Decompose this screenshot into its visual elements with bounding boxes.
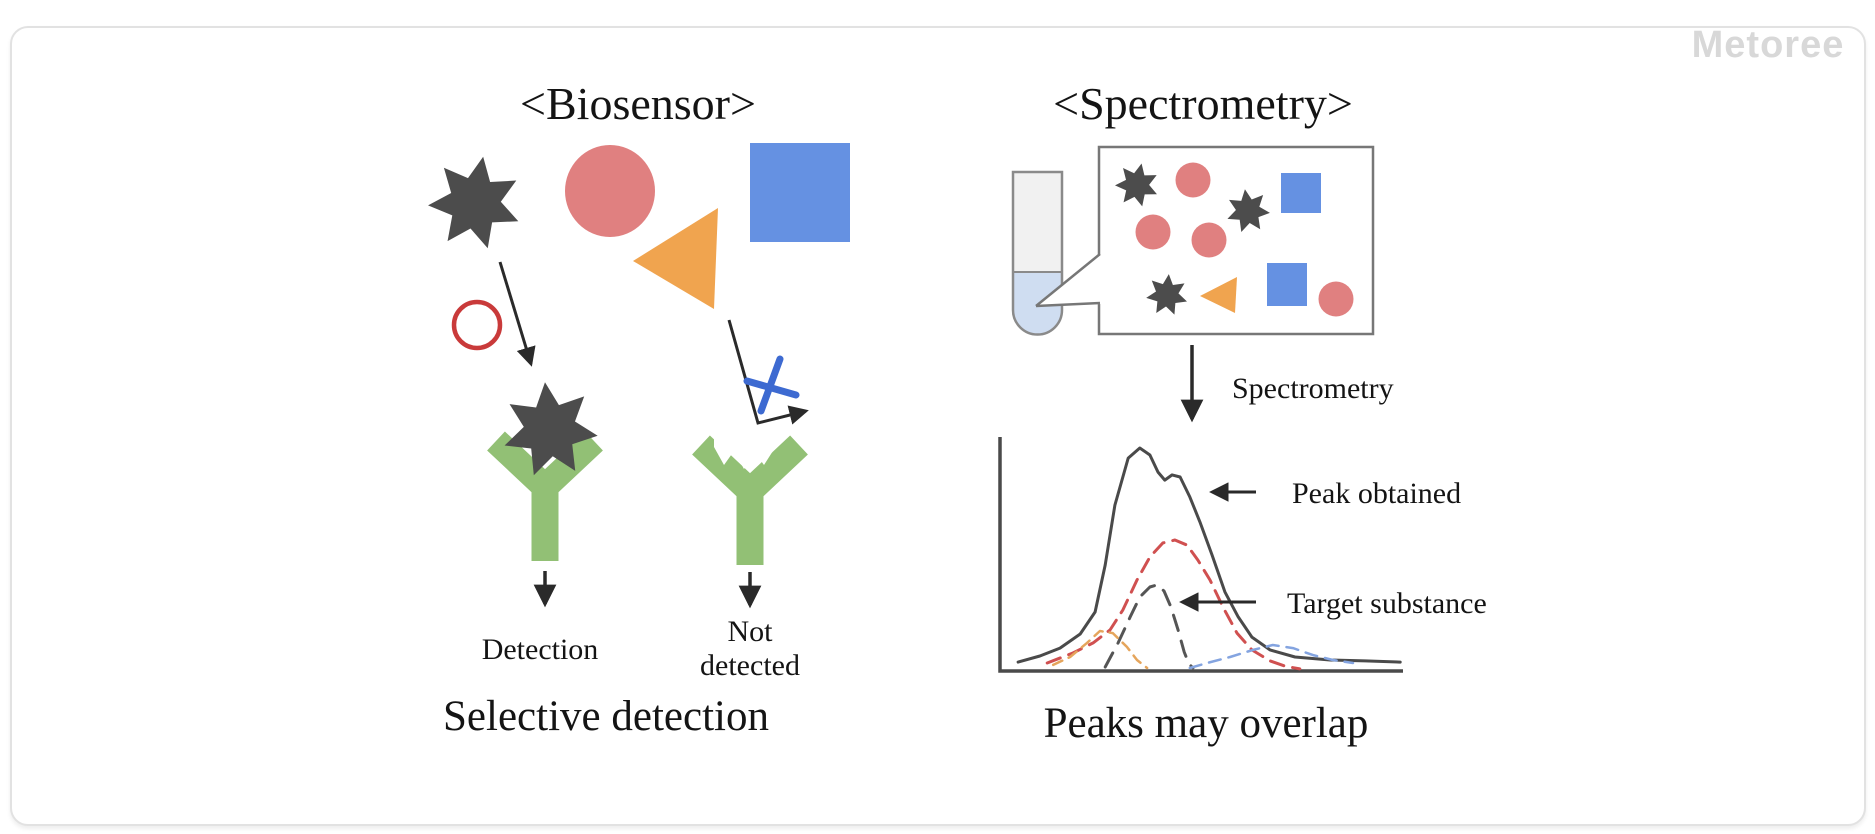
target-substance-label: Target substance bbox=[1287, 587, 1487, 620]
antibody-receptor-empty bbox=[701, 421, 799, 565]
not-detected-label-line2: detected bbox=[700, 649, 800, 682]
illustration-card bbox=[10, 26, 1866, 826]
magnifier-callout bbox=[1035, 253, 1101, 308]
sample-tube bbox=[1011, 170, 1064, 336]
target-star bbox=[422, 148, 529, 253]
substance-circle bbox=[565, 145, 655, 237]
spectrometry-title: <Spectrometry> bbox=[1053, 78, 1353, 129]
biosensor-caption: Selective detection bbox=[443, 693, 769, 740]
antibody-receptors bbox=[496, 421, 799, 565]
tube-outline bbox=[1011, 170, 1064, 336]
receptor-notch-cutout bbox=[714, 421, 784, 469]
substance-triangle bbox=[633, 208, 718, 309]
spectrum-curve-orange-component bbox=[1051, 629, 1149, 670]
box-triangle bbox=[1200, 277, 1237, 313]
chart-axes bbox=[998, 437, 1403, 673]
spectrometry-caption: Peaks may overlap bbox=[1044, 700, 1369, 747]
spectrometry-process-label: Spectrometry bbox=[1232, 372, 1394, 405]
biosensor-arrows bbox=[498, 261, 809, 609]
spectrum-chart: Peak obtained Target substance bbox=[998, 437, 1487, 673]
x-mark-icon bbox=[743, 355, 800, 415]
box-squares bbox=[1267, 173, 1321, 306]
biosensor-panel: <Biosensor> bbox=[422, 78, 850, 740]
spectrum-curve-target-substance bbox=[1103, 583, 1195, 670]
box-circles bbox=[1135, 162, 1354, 317]
spectrum-curve-peak-obtained bbox=[1016, 446, 1402, 664]
metoree-watermark-logo: Metoree bbox=[1691, 24, 1845, 66]
spectrum-curve-red-component bbox=[1045, 538, 1302, 671]
sample-box bbox=[1035, 145, 1375, 336]
not-detected-label-line1: Not bbox=[728, 615, 774, 648]
detection-label: Detection bbox=[482, 633, 599, 666]
spectrum-curves bbox=[1016, 446, 1402, 671]
annotation-arrows bbox=[1179, 482, 1256, 612]
binding-arrow bbox=[498, 261, 536, 367]
selectivity-ring-icon bbox=[451, 299, 503, 351]
spectrum-curve-blue-component bbox=[1188, 643, 1355, 670]
substance-square bbox=[750, 143, 850, 242]
tube-empty-part bbox=[1013, 172, 1062, 272]
spectrometry-panel: <Spectrometry> bbox=[998, 78, 1487, 747]
biosensor-title: <Biosensor> bbox=[520, 78, 756, 129]
peak-obtained-label: Peak obtained bbox=[1292, 477, 1461, 510]
rejected-arrow bbox=[727, 319, 809, 425]
